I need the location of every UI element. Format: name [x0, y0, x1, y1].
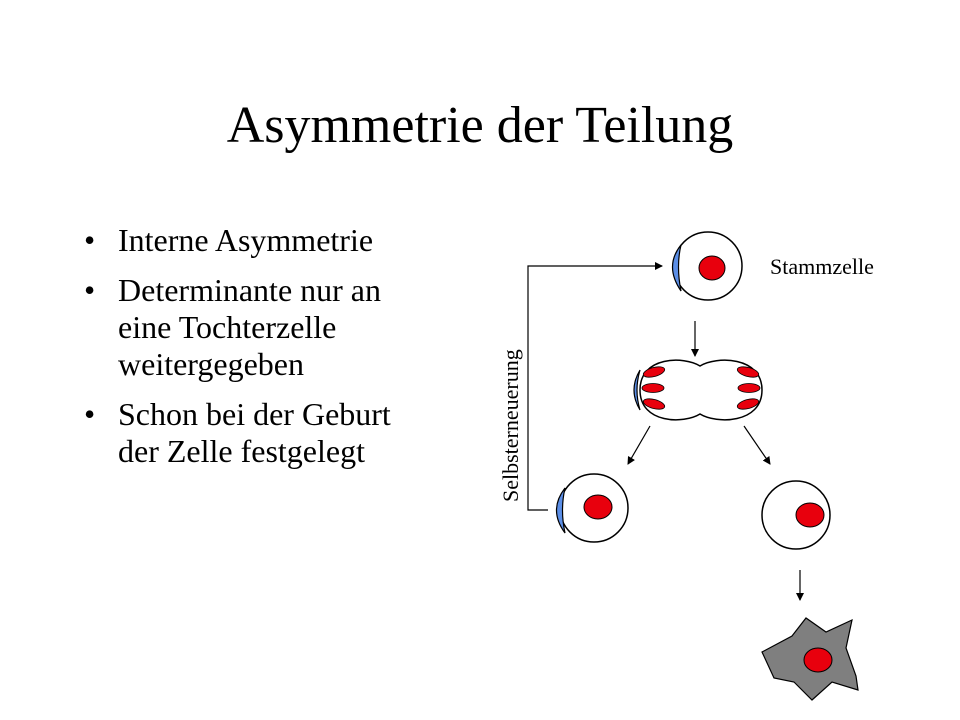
stem-cell	[671, 231, 743, 301]
differentiated-cell	[761, 617, 859, 701]
dividing-cell-membrane	[639, 359, 763, 421]
bullet-marker: •	[84, 396, 96, 432]
differentiating-daughter-nucleus	[795, 502, 825, 528]
stem-daughter-nucleus	[583, 494, 613, 520]
self-renewal-label: Selbsterneuerung	[498, 349, 523, 502]
bullet-marker: •	[84, 222, 96, 258]
bullet-marker: •	[84, 272, 96, 308]
arrow-to-differentiating-daughter	[743, 425, 771, 465]
bullet-text: Interne Asymmetrie	[118, 222, 374, 258]
bullet-item: • Interne Asymmetrie	[76, 222, 436, 259]
bullet-list: • Interne Asymmetrie • Determinante nur …	[76, 222, 436, 483]
arrow-to-stem-daughter	[627, 425, 651, 465]
slide-title: Asymmetrie der Teilung	[226, 97, 734, 154]
dividing-cell-determinant	[633, 369, 641, 411]
chromosome-right	[736, 398, 760, 410]
bullet-text: Determinante nur an eine Tochterzelle we…	[118, 272, 381, 382]
stem-cell-determinant	[671, 244, 682, 292]
stem-daughter-cell	[555, 473, 629, 543]
bullet-item: • Determinante nur an eine Tochterzelle …	[76, 272, 436, 383]
stem-cell-label: Stammzelle	[770, 254, 874, 279]
chromosome-right	[736, 366, 760, 378]
differentiated-cell-nucleus	[803, 647, 833, 673]
differentiating-daughter-cell	[761, 480, 831, 550]
self-renewal-arrow	[527, 262, 663, 511]
stem-daughter-determinant	[555, 487, 566, 534]
chromosome-right	[737, 383, 761, 393]
chromosome-left	[642, 398, 666, 410]
dividing-cell	[633, 359, 763, 421]
stem-cell-nucleus	[698, 255, 726, 281]
chromosome-left	[641, 383, 665, 393]
bullet-item: • Schon bei der Geburt der Zelle festgel…	[76, 396, 436, 470]
chromosome-left	[642, 366, 666, 378]
bullet-text: Schon bei der Geburt der Zelle festgeleg…	[118, 396, 391, 469]
